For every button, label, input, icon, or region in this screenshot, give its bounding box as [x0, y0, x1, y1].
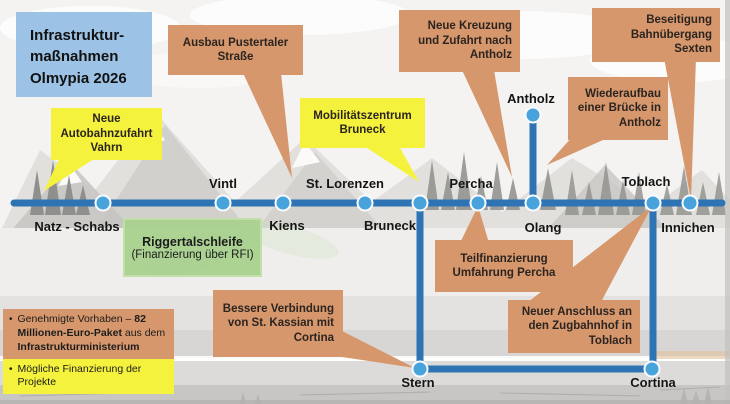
station-label-innichen: Innichen	[661, 220, 715, 235]
bullet-icon: •	[9, 314, 13, 325]
callout-neue-kreuzung-antholz: Neue Kreuzung und Zufahrt nach Antholz	[399, 10, 520, 72]
callout-tail-beseitigung	[664, 58, 696, 200]
callout-text: Mobilitätszentrum Bruneck	[313, 109, 412, 136]
callout-autobahnzufahrt-vahrn: Neue Autobahnzufahrt Vahrn	[51, 108, 162, 160]
legend-approved-amount: 82 Millionen-Euro-Paket	[17, 313, 146, 339]
callout-text: Bessere Verbindung von St. Kassian mit C…	[222, 302, 334, 344]
legend-possible-text: Mögliche Finanzierung der Projekte	[17, 362, 142, 389]
callout-text: Teilfinanzierung Umfahrung Percha	[452, 252, 556, 279]
callout-neuer-anschluss-zugbahnhof-toblach: Neuer Anschluss an den Zugbahnhof in Tob…	[508, 300, 640, 353]
station-dot-toblach	[644, 194, 662, 212]
station-dot-olang	[524, 194, 542, 212]
station-label-kiens: Kiens	[269, 218, 305, 233]
info-box-riggertalschleife: Riggertalschleife (Finanzierung über RFI…	[123, 218, 262, 277]
callout-bessere-verbindung-st-kassian-cortina: Bessere Verbindung von St. Kassian mit C…	[213, 290, 343, 357]
callout-text: Ausbau Pustertaler Straße	[182, 36, 289, 63]
station-label-stern: Stern	[401, 375, 435, 390]
callout-text: Neuer Anschluss an den Zugbahnhof in Tob…	[521, 305, 632, 347]
riggertal-title: Riggertalschleife	[142, 234, 243, 249]
station-label-toblach: Toblach	[621, 174, 671, 189]
callout-tail-teilfinanz	[460, 206, 489, 243]
callout-text: Wiederaufbau einer Brücke in Antholz	[577, 87, 661, 129]
station-label-vintl: Vintl	[209, 176, 237, 191]
callout-tail-vahrn	[44, 157, 97, 191]
station-dot-antholz	[524, 106, 542, 124]
station-dot-stern	[411, 360, 429, 378]
slide-title: Infrastruktur- maßnahmen Olmypia 2026	[16, 12, 152, 97]
legend-approved-prefix: Genehmigte Vorhaben –	[17, 313, 135, 325]
legend-possible-financing: • Mögliche Finanzierung der Projekte	[3, 358, 174, 395]
station-label-natz-schabs: Natz - Schabs	[34, 219, 120, 234]
legend-approved-mid: aus dem	[121, 326, 166, 339]
station-dot-vintl	[214, 194, 232, 212]
station-label-olang: Olang	[524, 220, 562, 235]
callout-mobilitaetszentrum-bruneck: Mobilitätszentrum Bruneck	[300, 98, 425, 148]
station-label-st-lorenzen: St. Lorenzen	[305, 176, 385, 191]
station-dots	[94, 106, 699, 378]
station-dot-bruneck	[411, 194, 429, 212]
bullet-icon: •	[9, 363, 13, 375]
callout-ausbau-pustertaler-strasse: Ausbau Pustertaler Straße	[168, 25, 303, 75]
callout-text: Neue Kreuzung und Zufahrt nach Antholz	[418, 20, 512, 62]
station-label-antholz: Antholz	[507, 91, 555, 106]
station-label-percha: Percha	[449, 176, 493, 191]
callout-text: Beseitigung Bahnübergang Sexten	[630, 14, 712, 56]
callout-tail-ausbau	[243, 73, 292, 178]
riggertal-subtitle: (Finanzierung über RFI)	[131, 248, 254, 261]
station-dot-percha	[469, 194, 487, 212]
callout-tail-kreuzung	[462, 70, 512, 177]
station-dot-innichen	[681, 194, 699, 212]
station-dot-natz-schabs	[94, 194, 112, 212]
legend-approved-projects: • Genehmigte Vorhaben – 82 Millionen-Eur…	[3, 309, 174, 359]
legend: • Genehmigte Vorhaben – 82 Millionen-Eur…	[3, 309, 174, 395]
callout-text: Neue Autobahnzufahrt Vahrn	[60, 113, 153, 155]
callout-beseitigung-bahnuebergang-sexten: Beseitigung Bahnübergang Sexten	[592, 8, 720, 62]
callout-tail-wiederaufbau	[547, 136, 612, 165]
legend-approved-text: Genehmigte Vorhaben – 82 Millionen-Euro-…	[18, 313, 169, 355]
legend-approved-ministry: Infrastrukturministerium	[17, 340, 140, 353]
callout-wiederaufbau-bruecke-antholz: Wiederaufbau einer Brücke in Antholz	[568, 77, 668, 140]
station-dot-kiens	[274, 194, 292, 212]
station-label-cortina: Cortina	[630, 375, 676, 390]
callout-teilfinanzierung-umfahrung-percha: Teilfinanzierung Umfahrung Percha	[435, 240, 573, 292]
station-dot-cortina	[643, 360, 661, 378]
station-label-bruneck: Bruneck	[363, 218, 417, 233]
callout-tail-mobilitaet	[364, 146, 419, 182]
callout-tail-bessere	[342, 331, 415, 368]
station-dot-st-lorenzen	[356, 194, 374, 212]
